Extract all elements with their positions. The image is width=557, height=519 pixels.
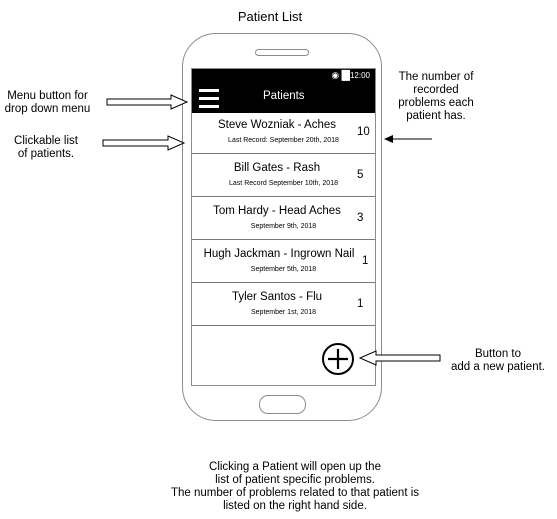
problem-count: 5 [357, 169, 364, 181]
problem-count: 1 [362, 255, 369, 267]
patient-name: Tyler Santos - Flu [231, 291, 323, 303]
app-bar: ◉▐█ 12:00 Patients [192, 69, 375, 113]
annotation-footer: Clicking a Patient will open up the list… [170, 461, 420, 512]
patient-name: Bill Gates - Rash [233, 162, 321, 174]
patient-row[interactable]: Bill Gates - Rash Last Record September … [192, 156, 375, 197]
status-time: 12:00 [349, 71, 370, 80]
hamburger-menu-icon[interactable] [199, 89, 219, 108]
app-bar-title: Patients [263, 90, 305, 102]
patient-name: Hugh Jackman - Ingrown Nail [203, 248, 355, 260]
problem-count: 3 [357, 212, 364, 224]
patient-name: Tom Hardy - Head Aches [213, 205, 341, 217]
arrow-to-menu [106, 94, 189, 110]
plus-circle-icon[interactable] [322, 343, 354, 375]
patient-row[interactable]: Tyler Santos - Flu September 1st, 2018 1 [192, 285, 375, 326]
patient-last-record: September 1st, 2018 [251, 309, 316, 316]
annotation-add: Button to add a new patient. [451, 348, 545, 373]
patient-row[interactable]: Tom Hardy - Head Aches September 9th, 20… [192, 199, 375, 240]
arrow-to-list [102, 135, 186, 151]
annotation-list: Clickable list of patients. [14, 135, 78, 160]
patient-last-record: Last Record September 10th, 2018 [229, 180, 338, 187]
annotation-count: The number of recorded problems each pat… [398, 71, 474, 122]
patient-row[interactable]: Steve Wozniak - Aches Last Record: Septe… [192, 113, 375, 154]
phone-screen: ◉▐█ 12:00 Patients Steve Wozniak - Aches… [191, 68, 376, 386]
patient-name: Steve Wozniak - Aches [217, 119, 337, 131]
patient-row[interactable]: Hugh Jackman - Ingrown Nail September 5t… [192, 242, 375, 283]
patient-last-record: September 9th, 2018 [250, 223, 317, 230]
problem-count: 10 [357, 126, 370, 138]
patient-last-record: September 5th, 2018 [250, 266, 317, 273]
annotation-menu: Menu button for drop down menu [4, 90, 91, 115]
patient-last-record: Last Record: September 20th, 2018 [228, 137, 339, 144]
status-icons: ◉▐█ [331, 70, 350, 80]
page-title: Patient List [237, 9, 303, 24]
home-button[interactable] [259, 395, 306, 414]
phone-speaker [255, 49, 309, 56]
problem-count: 1 [357, 298, 364, 310]
